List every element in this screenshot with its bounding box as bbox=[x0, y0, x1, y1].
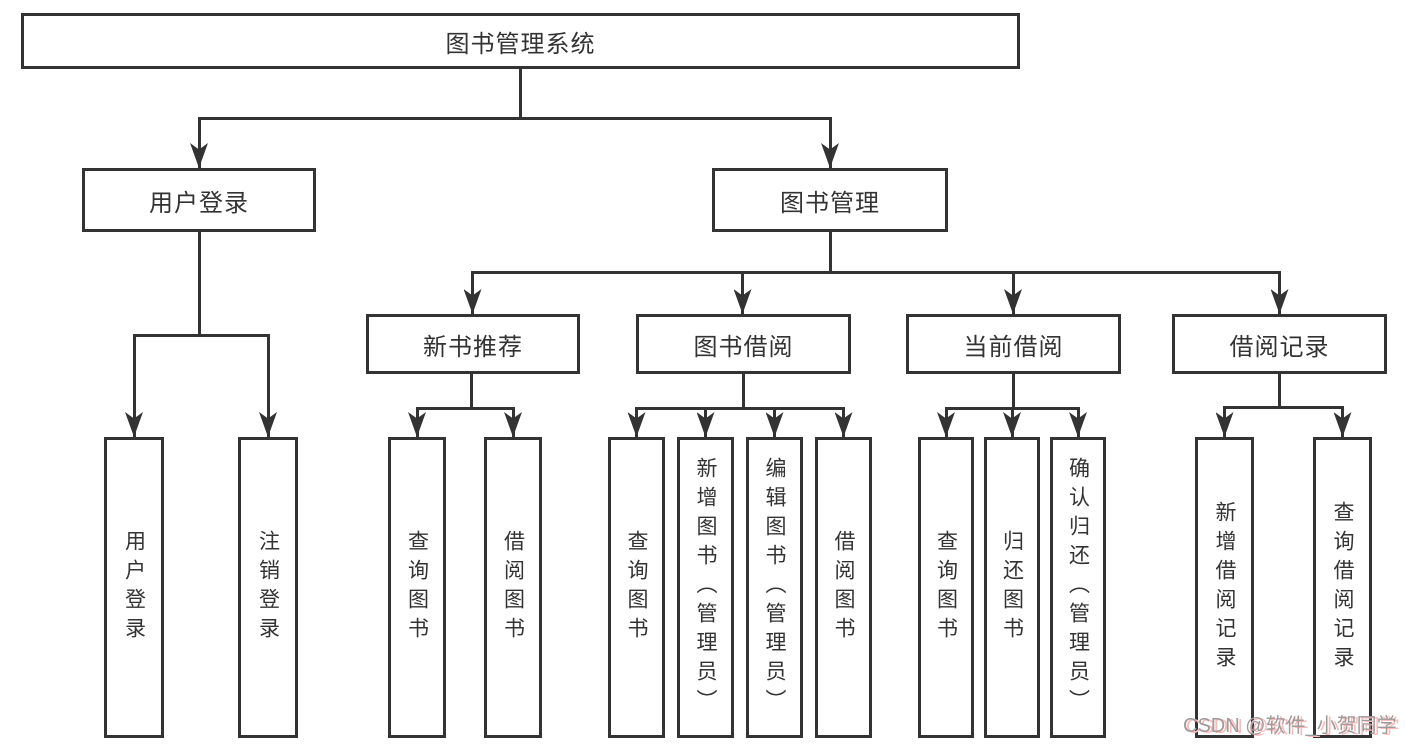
connector-vline bbox=[828, 232, 832, 273]
connector-vline bbox=[741, 271, 744, 314]
connector-vline bbox=[197, 232, 201, 336]
connector-vline bbox=[132, 333, 136, 438]
connector-hline bbox=[635, 407, 845, 410]
connector-vline bbox=[197, 117, 201, 168]
leaf-logout: 注销登录 bbox=[238, 437, 298, 738]
leaf-user-login: 用户登录 bbox=[104, 437, 164, 738]
connector-vline bbox=[1278, 271, 1281, 314]
node-new-book-recommend: 新书推荐 bbox=[366, 314, 580, 374]
node-user-login: 用户登录 bbox=[82, 168, 316, 232]
connector-hline bbox=[197, 117, 832, 120]
connector-vline bbox=[742, 374, 745, 410]
leaf-borrow-books: 借阅图书 bbox=[815, 437, 872, 738]
leaf-query-books-current: 查询图书 bbox=[918, 437, 974, 738]
connector-hline bbox=[471, 271, 1281, 274]
leaf-add-book-admin: 新增图书（管理员） bbox=[677, 437, 734, 738]
leaf-return-book: 归还图书 bbox=[984, 437, 1040, 738]
connector-vline bbox=[471, 271, 474, 314]
connector-hline bbox=[1223, 405, 1344, 409]
connector-vline bbox=[266, 333, 270, 438]
csdn-watermark: CSDN @软件_小贺同学 bbox=[1183, 715, 1397, 737]
node-current-borrowing: 当前借阅 bbox=[906, 314, 1121, 374]
connector-vline bbox=[519, 69, 522, 118]
node-library-system: 图书管理系统 bbox=[21, 13, 1020, 69]
connector-hline bbox=[415, 407, 515, 410]
connector-vline bbox=[1278, 374, 1281, 408]
leaf-query-books-borrow: 查询图书 bbox=[608, 437, 665, 738]
connector-vline bbox=[1011, 271, 1015, 314]
leaf-query-borrow-record: 查询借阅记录 bbox=[1313, 437, 1372, 738]
leaf-query-books-recommend: 查询图书 bbox=[388, 437, 446, 738]
leaf-edit-book-admin: 编辑图书（管理员） bbox=[746, 437, 803, 738]
node-book-borrowing: 图书借阅 bbox=[636, 314, 851, 374]
connector-hline bbox=[132, 333, 270, 337]
connector-vline bbox=[828, 117, 832, 168]
leaf-borrow-books-recommend: 借阅图书 bbox=[484, 437, 542, 738]
node-borrowing-records: 借阅记录 bbox=[1172, 314, 1387, 374]
leaf-add-borrow-record: 新增借阅记录 bbox=[1195, 437, 1254, 738]
leaf-confirm-return-admin: 确认归还（管理员） bbox=[1050, 437, 1106, 738]
connector-vline bbox=[1012, 374, 1015, 410]
connector-vline bbox=[470, 374, 473, 410]
node-book-management: 图书管理 bbox=[712, 168, 948, 232]
